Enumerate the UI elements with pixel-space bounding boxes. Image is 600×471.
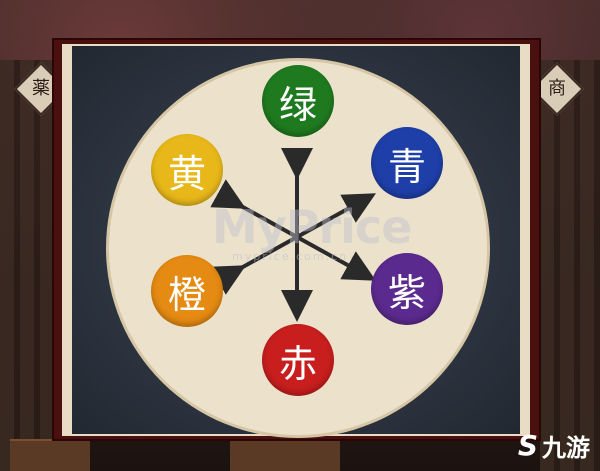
shop-shelf-left (0, 60, 60, 471)
watermark-text: MyPrice (212, 200, 412, 254)
color-disc-green[interactable]: 绿 (262, 65, 334, 137)
disc-label: 绿 (278, 82, 317, 127)
shop-shelf-right (540, 60, 600, 471)
color-disc-yellow[interactable]: 黄 (151, 134, 223, 206)
logo-text: 九游 (542, 434, 590, 462)
disc-label: 橙 (167, 272, 206, 317)
color-disc-blue[interactable]: 青 (371, 127, 443, 199)
crate-left (10, 439, 90, 471)
disc-label: 黄 (167, 151, 206, 196)
logo-mark-icon: S (517, 429, 538, 462)
color-disc-red[interactable]: 赤 (262, 324, 334, 396)
watermark-subtext: myprice.com.cn (232, 250, 349, 263)
disc-label: 青 (387, 144, 426, 189)
disc-label: 紫 (387, 270, 426, 315)
color-disc-orange[interactable]: 橙 (151, 255, 223, 327)
disc-label: 赤 (278, 341, 317, 386)
color-disc-purple[interactable]: 紫 (371, 253, 443, 325)
site-logo: S 九游 (518, 428, 590, 463)
